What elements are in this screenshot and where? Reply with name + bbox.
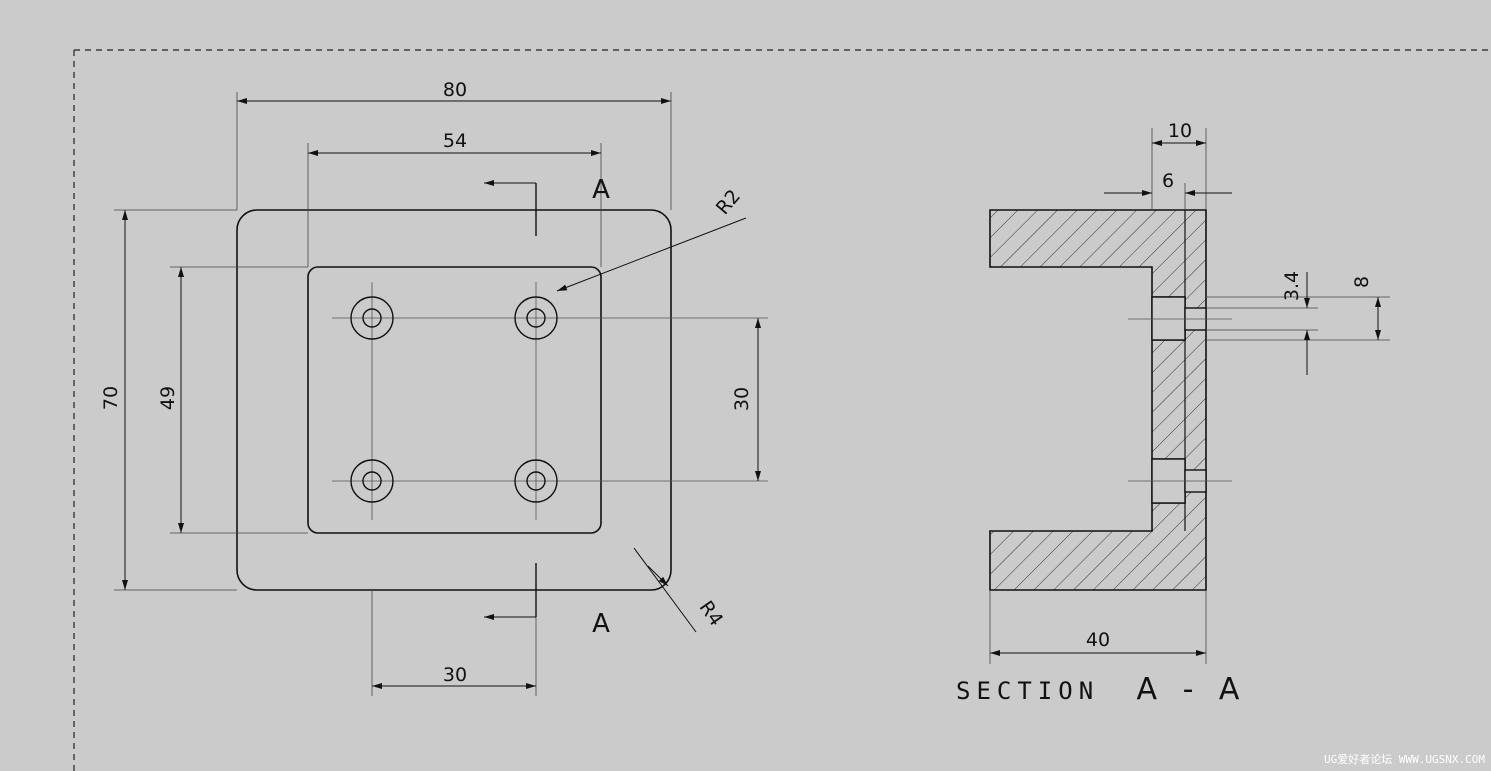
- dim-pocket-height: 49: [157, 386, 179, 410]
- dim-radius-r4: R4: [695, 597, 728, 630]
- dim-pocket-width: 54: [443, 130, 467, 152]
- dim-hole-8: 8: [1351, 276, 1373, 288]
- section-cut-marks: [484, 180, 537, 620]
- section-extension-lines: [989, 128, 1390, 664]
- outer-plate-outline: [236, 209, 672, 591]
- hole-centerlines: [332, 282, 768, 520]
- dim-radius-r2: R2: [712, 185, 745, 219]
- dim-wall-6: 6: [1162, 170, 1174, 192]
- section-label-top: A: [592, 175, 610, 205]
- dimension-lines: [122, 98, 761, 689]
- pocket-outline: [307, 266, 602, 534]
- section-view: 10 6 3.4 8 40 SECTION A - A: [956, 120, 1390, 707]
- section-hole-centerlines: [1128, 318, 1232, 482]
- section-title: SECTION: [956, 677, 1099, 705]
- dim-overall-height: 70: [100, 386, 122, 410]
- dim-hole-spacing-horizontal: 30: [443, 664, 467, 686]
- section-dimension-lines: [990, 140, 1381, 656]
- dim-hole-spacing-vertical: 30: [731, 387, 753, 411]
- dim-overall-width: 80: [443, 79, 467, 101]
- dim-depth-40: 40: [1086, 629, 1110, 651]
- extension-lines: [114, 92, 672, 696]
- dim-wall-10: 10: [1168, 120, 1192, 142]
- section-label-bottom: A: [592, 609, 610, 639]
- dim-hole-3-4: 3.4: [1281, 271, 1303, 301]
- watermark: UG爱好者论坛 WWW.UGSNX.COM: [1324, 752, 1485, 766]
- section-hatched-material: [989, 209, 1207, 591]
- counterbore-holes: [350, 296, 558, 503]
- section-title-ref: A - A: [1137, 672, 1248, 707]
- front-view: 80 54 70 49 30 30 R2 R4 A A: [100, 79, 768, 696]
- drawing-border: [73, 49, 1491, 771]
